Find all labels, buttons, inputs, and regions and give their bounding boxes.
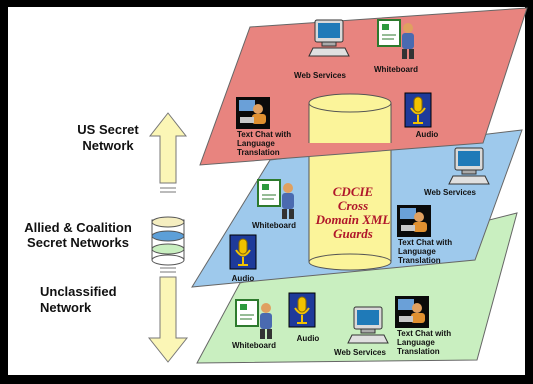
whiteboard-caption-middle: Whiteboard — [252, 221, 296, 230]
text-chat-caption-top-1: Text Chat with — [237, 130, 291, 139]
audio-caption-middle: Audio — [232, 274, 255, 283]
guard-cylinder-top — [308, 93, 392, 143]
text-chat-caption-bottom-1: Text Chat with — [397, 329, 451, 338]
audio-caption-top: Audio — [416, 130, 439, 139]
text-chat-caption-middle-3: Translation — [398, 256, 441, 265]
guard-label-line-3: Domain XML — [315, 212, 391, 227]
computer-icon — [347, 306, 389, 344]
network-disk-stack — [151, 216, 185, 266]
text-chat-caption-top-3: Translation — [237, 148, 280, 157]
down-arrow — [147, 267, 189, 363]
text-chat-caption-bottom-2: Language — [397, 338, 435, 347]
allied-label-line-2: Secret Networks — [27, 235, 129, 250]
guard-label-line-1: CDCIE — [333, 184, 374, 199]
microphone-icon — [229, 234, 257, 270]
microphone-icon — [288, 292, 316, 328]
allied-label-line-1: Allied & Coalition — [24, 220, 132, 235]
unclassified-label-line-2: Network — [40, 300, 92, 315]
up-arrow — [148, 112, 188, 193]
web-services-caption-bottom: Web Services — [334, 348, 386, 357]
chat-user-icon — [236, 97, 270, 129]
web-services-caption-top: Web Services — [294, 71, 346, 80]
text-chat-caption-top-2: Language — [237, 139, 275, 148]
us-secret-label-line-1: US Secret — [77, 122, 139, 137]
microphone-icon — [404, 92, 432, 128]
computer-icon — [448, 147, 490, 185]
text-chat-caption-middle-1: Text Chat with — [398, 238, 452, 247]
audio-caption-bottom: Audio — [297, 334, 320, 343]
guard-label-line-4: Guards — [333, 226, 373, 241]
us-secret-label-line-2: Network — [82, 138, 134, 153]
computer-icon — [308, 19, 350, 57]
chat-user-icon — [397, 205, 431, 237]
us-secret-network-layer — [199, 7, 528, 166]
unclassified-label-line-1: Unclassified — [40, 284, 117, 299]
guard-label-line-2: Cross — [338, 198, 368, 213]
whiteboard-caption-bottom: Whiteboard — [232, 341, 276, 350]
text-chat-caption-middle-2: Language — [398, 247, 436, 256]
web-services-caption-middle: Web Services — [424, 188, 476, 197]
text-chat-caption-bottom-3: Translation — [397, 347, 440, 356]
chat-user-icon — [395, 296, 429, 328]
whiteboard-caption-top: Whiteboard — [374, 65, 418, 74]
